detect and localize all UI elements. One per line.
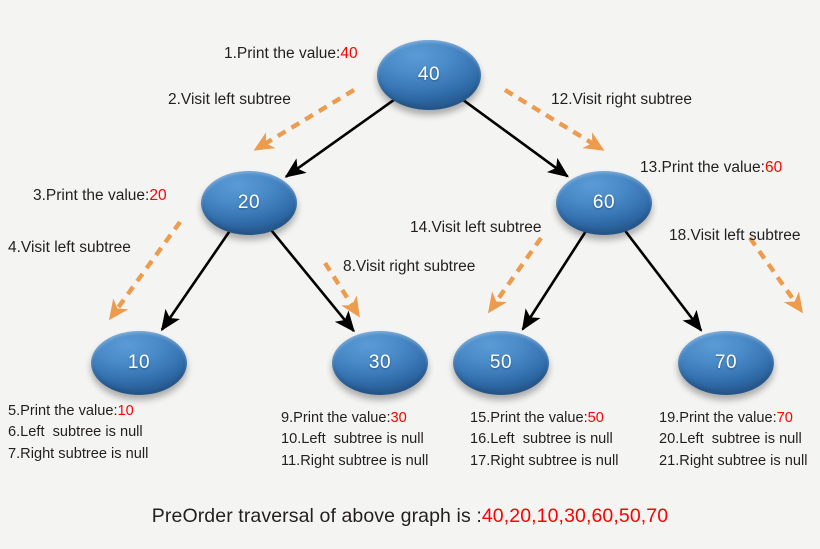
annotation-value: 20 bbox=[149, 187, 167, 204]
tree-edge-20-to-30 bbox=[270, 229, 355, 333]
footer-summary: PreOrder traversal of above graph is :40… bbox=[0, 505, 820, 528]
note-line: 11.Right subtree is null bbox=[281, 451, 428, 472]
arrow-step-18 bbox=[748, 236, 804, 314]
note-value: 70 bbox=[776, 410, 793, 426]
note-text: 15.Print the value: bbox=[470, 410, 588, 426]
tree-node-30[interactable]: 30 bbox=[332, 331, 428, 395]
note-text: 5.Print the value: bbox=[8, 403, 118, 419]
step-18-visit-left: 18.Visit left subtree bbox=[669, 228, 801, 244]
footer-prefix: PreOrder traversal of above graph is : bbox=[151, 505, 482, 527]
annotation-text: 2.Visit left subtree bbox=[168, 91, 291, 108]
annotation-text: 14.Visit left subtree bbox=[410, 219, 542, 236]
block-node-70: 19.Print the value:70 20.Left subtree is … bbox=[659, 408, 807, 472]
note-value: 30 bbox=[390, 410, 407, 426]
step-13-print-60: 13.Print the value:60 bbox=[640, 160, 782, 176]
block-node-30: 9.Print the value:30 10.Left subtree is n… bbox=[281, 408, 428, 472]
tree-node-60[interactable]: 60 bbox=[556, 171, 652, 235]
annotation-text: 3.Print the value: bbox=[33, 187, 150, 204]
note-line: 15.Print the value:50 bbox=[470, 408, 618, 429]
tree-node-value: 60 bbox=[592, 192, 616, 213]
note-text: 20.Left subtree is null bbox=[659, 431, 802, 448]
annotation-text: 8.Visit right subtree bbox=[343, 258, 476, 275]
tree-edge-60-to-50 bbox=[521, 230, 587, 331]
tree-edge-40-to-20 bbox=[284, 98, 395, 178]
annotation-text: 18.Visit left subtree bbox=[669, 227, 801, 244]
note-text: 17.Right subtree is null bbox=[470, 452, 619, 469]
tree-node-value: 70 bbox=[714, 352, 738, 373]
tree-node-value: 30 bbox=[368, 352, 392, 373]
footer-result: 40,20,10,30,60,50,70 bbox=[481, 505, 669, 527]
note-text: 6.Left subtree is null bbox=[8, 424, 143, 441]
note-text: 10.Left subtree is null bbox=[281, 431, 424, 448]
annotation-text: 4.Visit left subtree bbox=[8, 239, 131, 256]
note-text: 9.Print the value: bbox=[281, 410, 391, 426]
arrow-step-4 bbox=[108, 220, 182, 321]
annotation-value: 60 bbox=[764, 159, 783, 176]
note-line: 20.Left subtree is null bbox=[659, 429, 807, 450]
tree-edge-40-to-60 bbox=[462, 99, 569, 178]
tree-edge-20-to-10 bbox=[160, 230, 231, 332]
note-text: 7.Right subtree is null bbox=[8, 445, 149, 462]
note-line: 17.Right subtree is null bbox=[470, 451, 618, 472]
note-text: 16.Left subtree is null bbox=[470, 431, 613, 448]
block-node-10: 5.Print the value:10 6.Left subtree is nu… bbox=[8, 401, 148, 465]
tree-node-10[interactable]: 10 bbox=[91, 331, 187, 395]
step-4-visit-left: 4.Visit left subtree bbox=[8, 240, 131, 256]
step-8-visit-right: 8.Visit right subtree bbox=[343, 259, 475, 275]
note-line: 6.Left subtree is null bbox=[8, 422, 148, 443]
note-line: 19.Print the value:70 bbox=[659, 408, 807, 429]
block-node-50: 15.Print the value:50 16.Left subtree is … bbox=[470, 408, 618, 472]
note-value: 50 bbox=[587, 410, 604, 426]
tree-edge-60-to-70 bbox=[624, 229, 703, 332]
note-line: 21.Right subtree is null bbox=[659, 451, 807, 472]
note-value: 10 bbox=[117, 403, 134, 419]
tree-node-50[interactable]: 50 bbox=[453, 331, 549, 395]
note-text: 11.Right subtree is null bbox=[281, 452, 429, 469]
note-line: 5.Print the value:10 bbox=[8, 401, 148, 422]
note-line: 7.Right subtree is null bbox=[8, 444, 148, 465]
step-14-visit-left: 14.Visit left subtree bbox=[410, 220, 542, 236]
annotation-text: 12.Visit right subtree bbox=[551, 91, 693, 108]
step-12-visit-right: 12.Visit right subtree bbox=[551, 92, 692, 108]
tree-node-value: 40 bbox=[417, 64, 441, 85]
step-1-print-40: 1.Print the value:40 bbox=[224, 46, 358, 62]
step-3-print-20: 3.Print the value:20 bbox=[33, 188, 167, 204]
note-line: 16.Left subtree is null bbox=[470, 429, 618, 450]
step-2-visit-left: 2.Visit left subtree bbox=[168, 92, 291, 108]
note-line: 10.Left subtree is null bbox=[281, 429, 428, 450]
arrow-step-14 bbox=[487, 236, 543, 314]
annotation-value: 40 bbox=[340, 45, 358, 62]
tree-node-value: 20 bbox=[237, 192, 261, 213]
note-line: 9.Print the value:30 bbox=[281, 408, 428, 429]
tree-node-40[interactable]: 40 bbox=[377, 40, 481, 110]
tree-node-70[interactable]: 70 bbox=[678, 331, 774, 395]
annotation-text: 1.Print the value: bbox=[224, 45, 341, 62]
note-text: 21.Right subtree is null bbox=[659, 452, 808, 469]
annotation-text: 13.Print the value: bbox=[640, 159, 765, 176]
tree-node-value: 50 bbox=[489, 352, 513, 373]
note-text: 19.Print the value: bbox=[659, 410, 777, 426]
tree-node-20[interactable]: 20 bbox=[201, 171, 297, 235]
tree-node-value: 10 bbox=[127, 352, 151, 373]
